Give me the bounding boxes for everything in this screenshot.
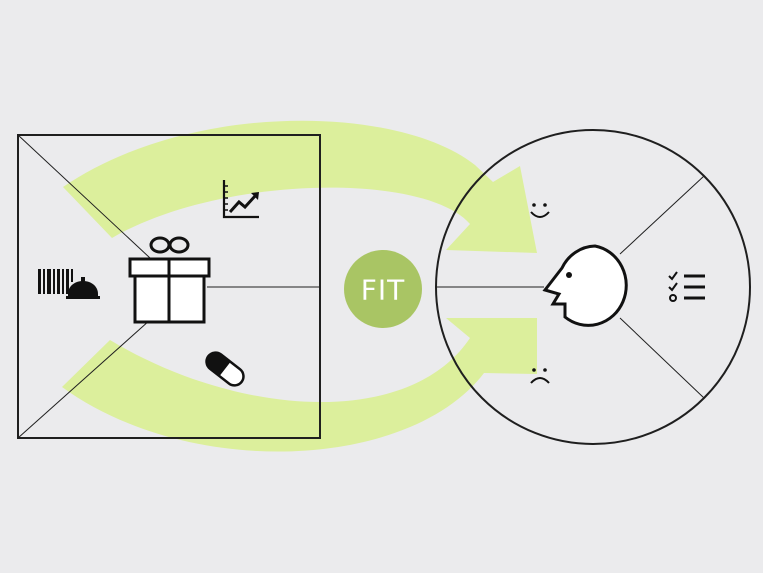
flow-arrow-bottom: [62, 318, 537, 452]
profile-divider-bottom-right: [619, 317, 705, 399]
flow-arrow-top: [63, 120, 537, 253]
profile-divider-top-right: [619, 175, 705, 255]
checklist-icon: [668, 271, 705, 302]
value-map-panel: [17, 134, 321, 439]
gift-icon: [128, 236, 211, 324]
growth-chart-icon: [222, 180, 259, 219]
fit-label: FIT: [361, 274, 405, 307]
value-map-divider-bottom-left: [17, 319, 151, 439]
fit-badge: FIT: [344, 250, 422, 328]
value-map-divider-top-left: [17, 134, 151, 259]
pill-icon: [205, 351, 245, 387]
flow-arrows: [62, 120, 537, 452]
smile-icon: [530, 203, 550, 218]
customer-face-icon: [542, 244, 628, 327]
frown-icon: [530, 368, 550, 384]
barcode-service-icon: [38, 269, 100, 299]
customer-profile-panel: [435, 129, 751, 445]
